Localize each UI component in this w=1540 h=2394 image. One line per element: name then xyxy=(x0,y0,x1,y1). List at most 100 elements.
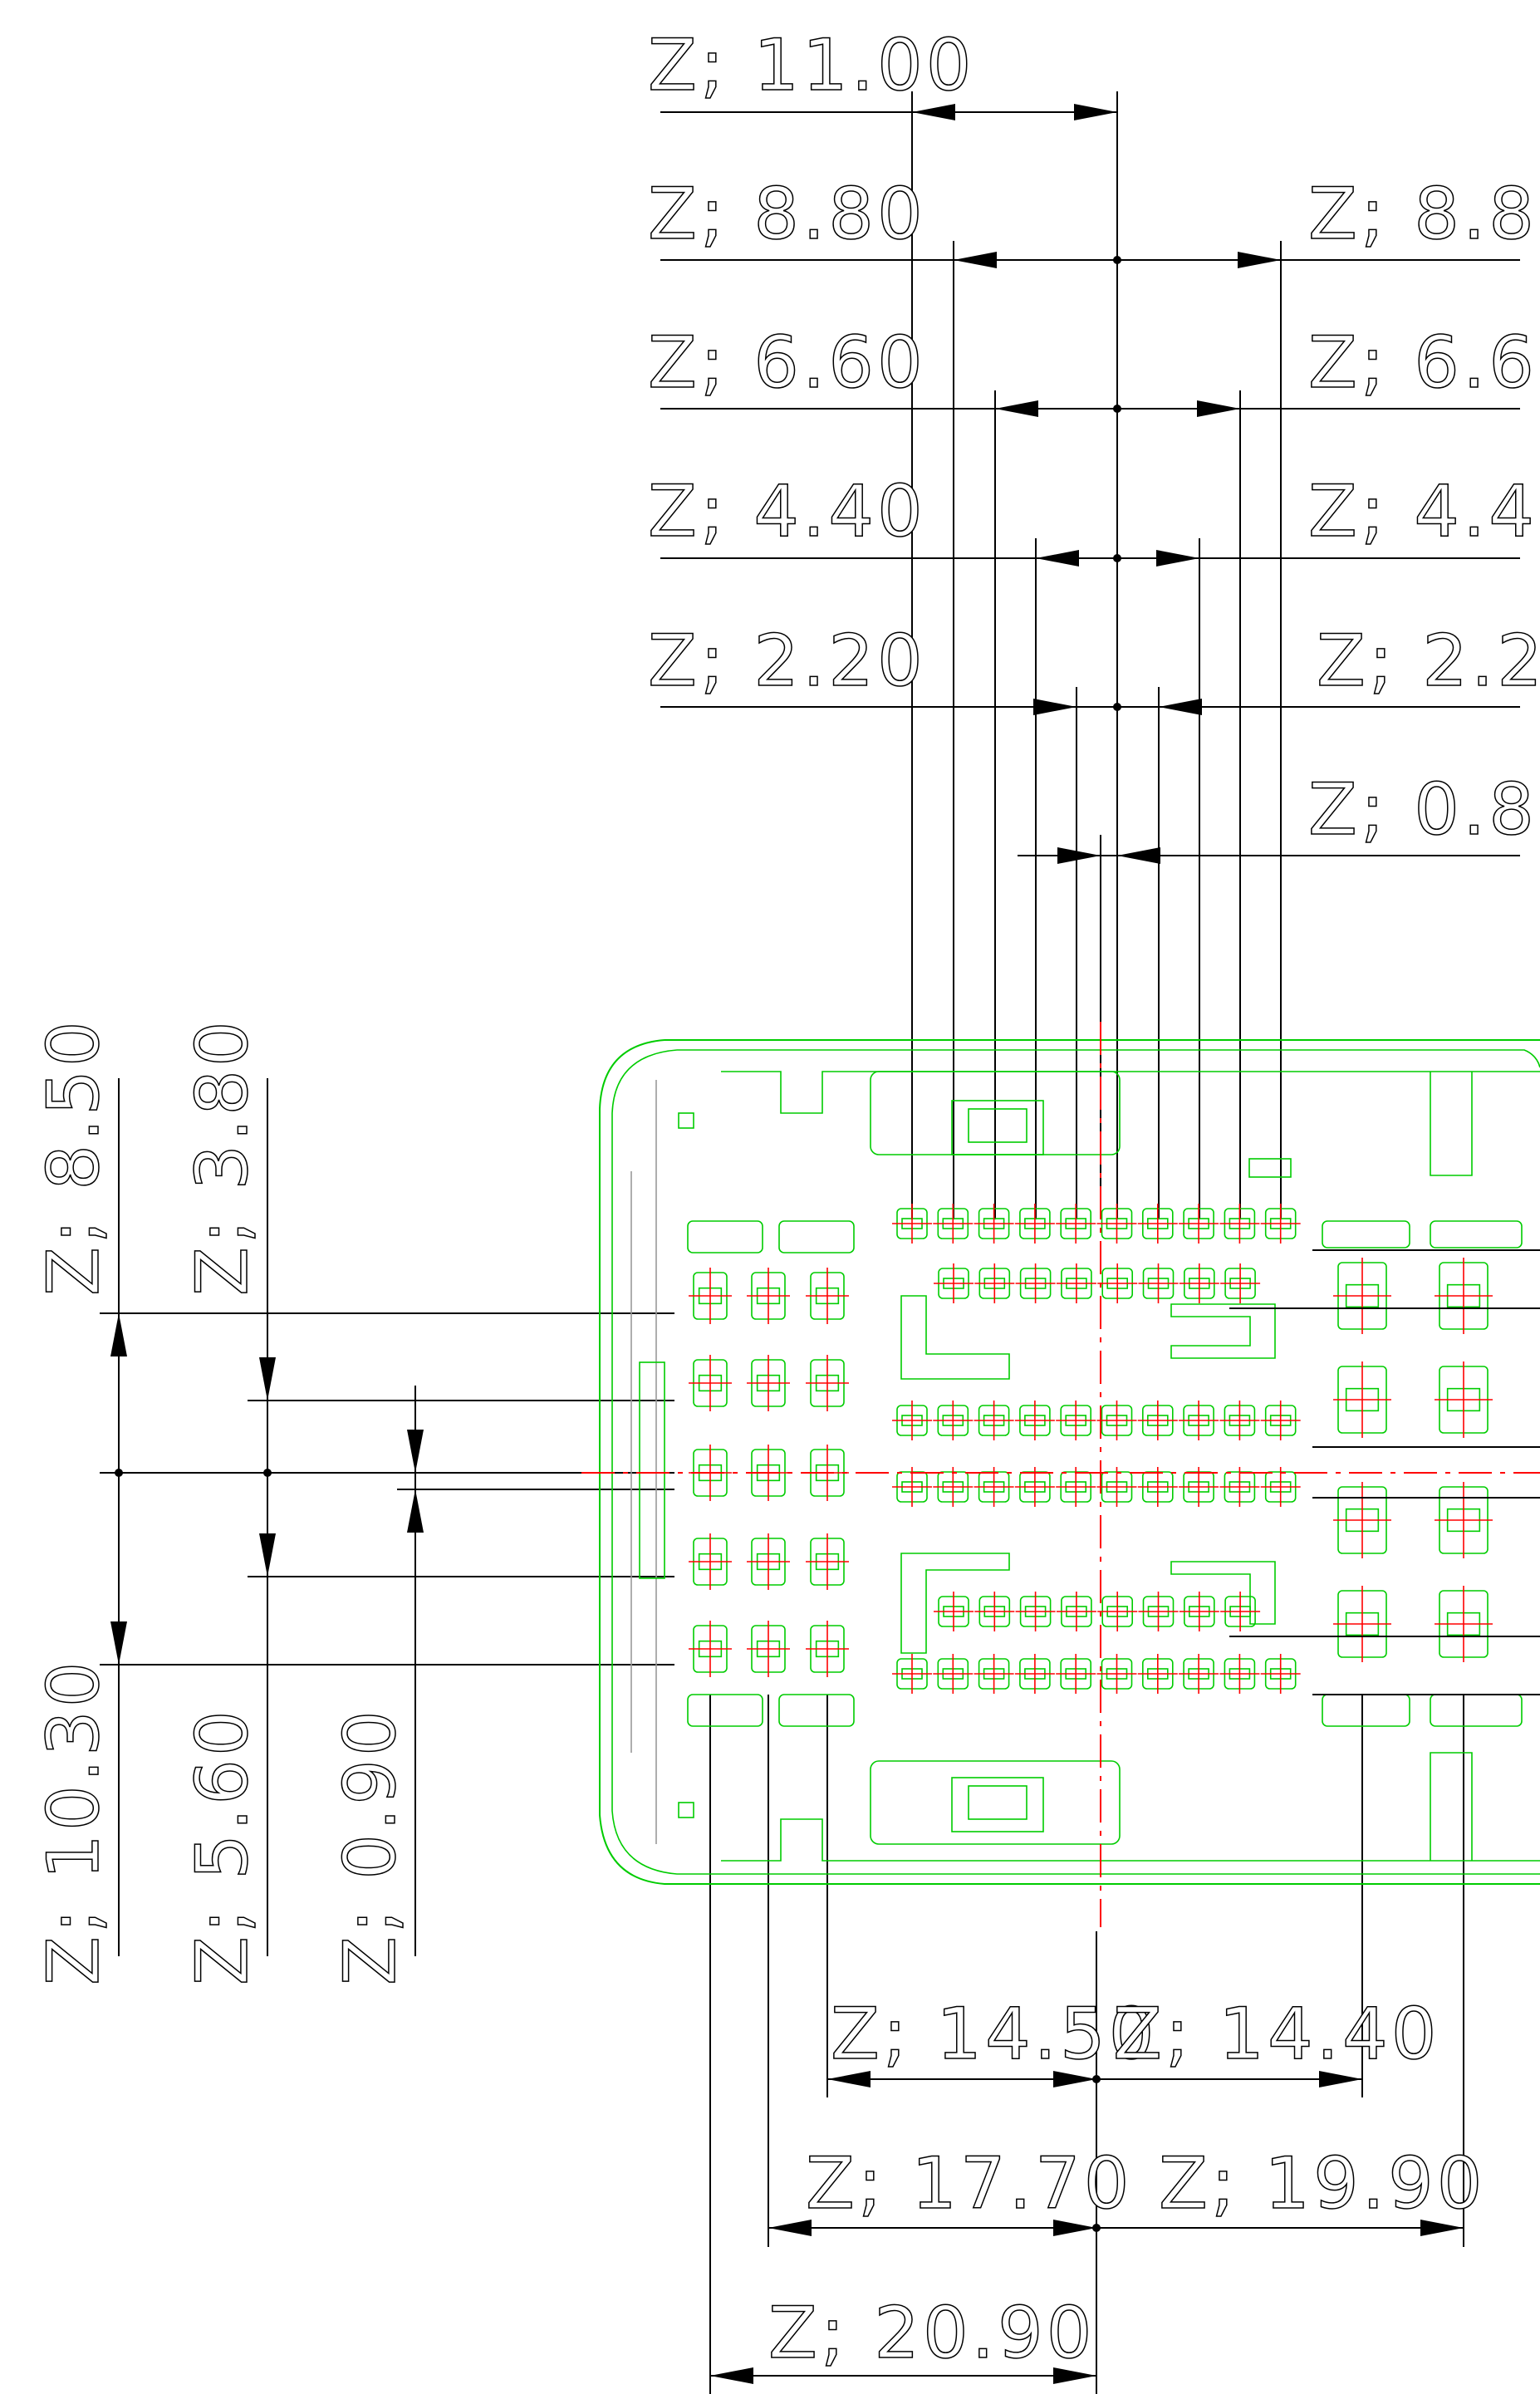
terminal-pin xyxy=(1435,1586,1493,1662)
terminal-pin xyxy=(1096,1401,1137,1440)
terminal-pin xyxy=(974,1401,1014,1440)
top-dimension-group: Z; 11.00 Z; 8.80 Z; 8.80 Z; 6.60 Z; 6.60… xyxy=(647,23,1540,1219)
connector-housing xyxy=(581,1022,1540,1927)
bottom-slot-inner xyxy=(951,1777,1044,1832)
terminal-pin xyxy=(974,1592,1015,1631)
dim-label-0-90: Z; 0.90 xyxy=(329,1707,412,1985)
guide-l-top-right xyxy=(1170,1303,1276,1359)
terminal-pin xyxy=(1220,1263,1261,1303)
bottom-slot xyxy=(870,1760,1121,1845)
dim-label-6-60-left: Z; 6.60 xyxy=(648,321,926,405)
corner-square xyxy=(678,1112,694,1129)
arrowheads-top xyxy=(912,104,1281,864)
arrowheads-bottom xyxy=(710,2071,1464,2384)
terminal-pin xyxy=(892,1204,932,1244)
terminal-pin xyxy=(1219,1204,1260,1244)
terminal-pin xyxy=(1014,1401,1055,1440)
terminal-pins xyxy=(689,1204,1493,1694)
dim-label-4-40-right: Z; 4.40 xyxy=(1308,470,1540,553)
terminal-pin xyxy=(747,1533,790,1590)
bottom-frame xyxy=(721,1818,1540,1862)
dim-label-14-40: Z; 14.40 xyxy=(1113,1993,1439,2076)
latch-left xyxy=(639,1361,665,1579)
dim-label-8-50: Z; 8.50 xyxy=(32,1018,115,1296)
terminal-pin xyxy=(933,1654,974,1694)
terminal-pin xyxy=(892,1401,932,1440)
top-slot-inner2 xyxy=(968,1108,1027,1143)
terminal-pin xyxy=(1179,1204,1219,1244)
terminal-pin xyxy=(1137,1654,1178,1694)
terminal-pin xyxy=(1179,1263,1219,1303)
terminal-pin xyxy=(747,1355,790,1411)
housing-outer xyxy=(599,1039,1540,1885)
terminal-pin xyxy=(1138,1592,1179,1631)
left-dimension-group: Z; 8.50 Z; 3.80 Z; 10.30 Z; 5.60 Z; 0.90 xyxy=(32,1018,674,1986)
guide-l-bot-right xyxy=(1170,1561,1276,1625)
dim-label-5-60: Z; 5.60 xyxy=(181,1707,264,1985)
terminal-pin xyxy=(747,1621,790,1677)
terminal-pin xyxy=(1014,1654,1055,1694)
guide-l-top-left xyxy=(900,1295,1010,1380)
terminal-pin xyxy=(1138,1263,1179,1303)
terminal-pin xyxy=(689,1355,732,1411)
terminal-pin xyxy=(806,1533,849,1590)
dim-label-20-90: Z; 20.90 xyxy=(768,2292,1095,2375)
terminal-pin xyxy=(934,1263,974,1303)
terminal-pin xyxy=(933,1204,974,1244)
terminal-pin xyxy=(689,1533,732,1590)
housing-inner xyxy=(611,1049,1540,1875)
guide-l-bot-left xyxy=(900,1553,1010,1654)
terminal-pin xyxy=(892,1654,932,1694)
dim-label-8-80-right: Z; 8.80 xyxy=(1308,173,1540,256)
terminal-pin xyxy=(1435,1482,1493,1558)
terminal-pin xyxy=(1435,1258,1493,1334)
terminal-pin xyxy=(747,1268,790,1324)
terminal-pin xyxy=(1219,1401,1260,1440)
terminal-pin xyxy=(1333,1361,1391,1438)
top-slot-inner xyxy=(951,1100,1044,1155)
terminal-pin xyxy=(1056,1654,1096,1694)
terminal-pin xyxy=(1260,1654,1301,1694)
dim-label-6-60-right: Z; 6.60 xyxy=(1308,321,1540,405)
terminal-pin xyxy=(1260,1467,1301,1507)
bottom-slot-inner2 xyxy=(968,1785,1027,1820)
terminal-pin xyxy=(1015,1263,1056,1303)
terminal-pin xyxy=(1260,1401,1301,1440)
dim-label-11-00: Z; 11.00 xyxy=(648,24,974,107)
terminal-pin xyxy=(1096,1204,1137,1244)
terminal-pin xyxy=(1137,1204,1178,1244)
dim-label-3-80: Z; 3.80 xyxy=(181,1018,264,1296)
terminal-pin xyxy=(689,1621,732,1677)
terminal-pin xyxy=(1056,1592,1096,1631)
dim-label-2-20-left: Z; 2.20 xyxy=(648,620,926,703)
terminal-pin xyxy=(806,1621,849,1677)
bottom-dimension-group: Z; 14.50 Z; 14.40 Z; 17.70 Z; 19.90 Z; 2… xyxy=(709,1695,1483,2394)
terminal-pin xyxy=(1179,1401,1219,1440)
terminal-pin xyxy=(1179,1592,1219,1631)
arrowheads-left xyxy=(110,1313,424,1665)
terminal-pin xyxy=(1056,1401,1096,1440)
terminal-pin xyxy=(974,1204,1014,1244)
terminal-pin xyxy=(1333,1482,1391,1558)
terminal-pin xyxy=(974,1654,1014,1694)
dim-label-14-50: Z; 14.50 xyxy=(831,1993,1157,2076)
dim-label-10-30: Z; 10.30 xyxy=(32,1659,115,1985)
dim-label-4-40-left: Z; 4.40 xyxy=(648,470,926,553)
housing-gray xyxy=(630,1080,657,1844)
terminal-pin xyxy=(974,1263,1015,1303)
terminal-pin xyxy=(1056,1204,1096,1244)
dim-label-2-20-right: Z; 2.20 xyxy=(1317,620,1540,703)
terminal-pin xyxy=(806,1355,849,1411)
dim-label-0-80: Z; 0.80 xyxy=(1308,768,1540,851)
terminal-pin xyxy=(1097,1592,1138,1631)
top-slot-right xyxy=(1248,1158,1292,1178)
terminal-pin xyxy=(934,1592,974,1631)
terminal-pin xyxy=(1435,1361,1493,1438)
terminal-pin xyxy=(1219,1654,1260,1694)
corner-square xyxy=(678,1802,694,1818)
terminal-pin xyxy=(1015,1592,1056,1631)
right-frame xyxy=(1430,1072,1473,1861)
terminal-pin xyxy=(1137,1401,1178,1440)
terminal-pin xyxy=(1056,1263,1096,1303)
